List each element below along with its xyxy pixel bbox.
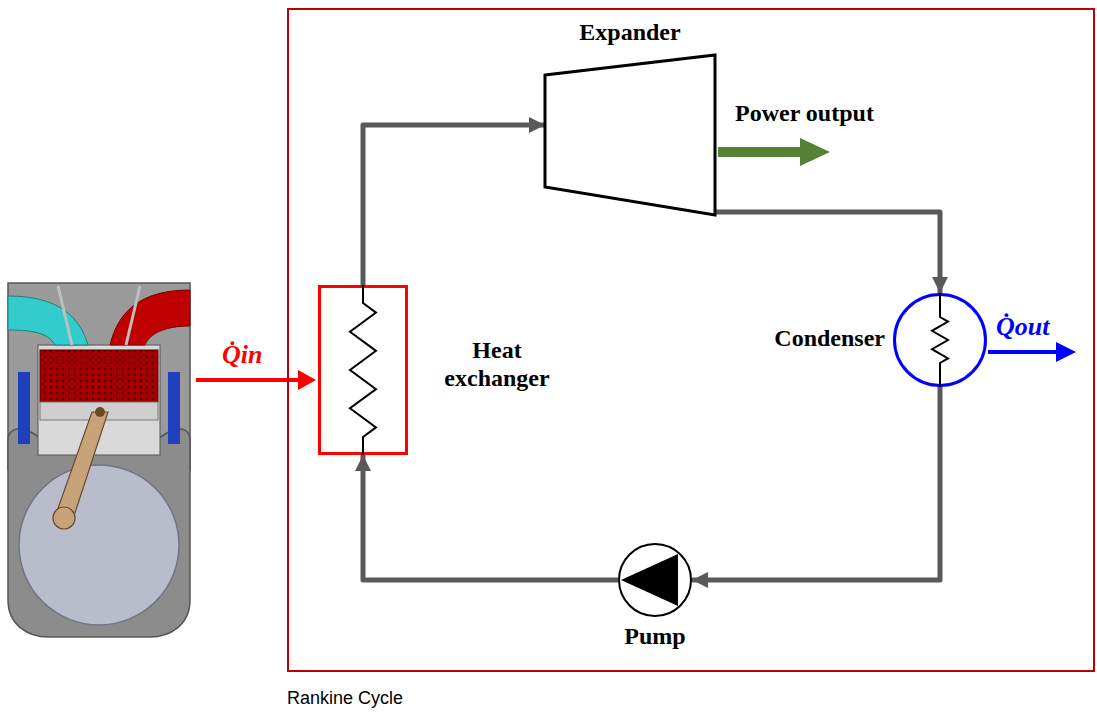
heat-output-arrowhead [1056, 342, 1076, 362]
crankcase [8, 429, 190, 637]
cycle-region: Rankine CycleExpanderHeat exchangerConde… [287, 8, 1095, 672]
connecting-rod [56, 412, 108, 522]
coil-symbol [932, 293, 948, 387]
engine-illustration [8, 283, 190, 637]
node-label: Condenser [774, 325, 885, 353]
flow-connector [715, 212, 940, 293]
node-label: Expander [530, 19, 730, 47]
power-output-label: Power output [735, 100, 874, 128]
node-label: Heat exchanger [422, 337, 572, 392]
intake-valve [58, 286, 72, 345]
heat-input-label: Q̇in [222, 340, 262, 370]
node-label: Pump [578, 623, 732, 651]
crank-pin [53, 507, 75, 529]
exhaust-port [110, 290, 190, 345]
flow-connector [363, 125, 545, 285]
coolant-jacket [168, 372, 180, 444]
region-outline [288, 9, 1094, 671]
coolant-jacket [18, 372, 30, 444]
shape-outline [618, 543, 692, 617]
heat-input-arrow [196, 378, 300, 382]
flow-connector [692, 387, 940, 580]
shape-outline [545, 55, 715, 215]
power-output-arrow [718, 147, 802, 157]
node-label: Rankine Cycle [287, 688, 403, 710]
coil-symbol [350, 285, 376, 455]
condenser-symbol: Condenser [893, 293, 987, 387]
pump-outline [619, 544, 691, 616]
pump-symbol: Pump [618, 543, 692, 617]
piston [40, 350, 158, 402]
heat-input-arrowhead [298, 370, 316, 390]
shape-outline [893, 293, 987, 387]
expander-outline [545, 55, 715, 215]
heat-exchanger-box: Heat exchanger [318, 285, 408, 455]
intake-port [8, 296, 88, 345]
heat-output-arrow [988, 350, 1058, 354]
shape-outline [318, 285, 408, 455]
crank-chamber [19, 465, 179, 625]
heat-output-label: Q̇out [996, 312, 1049, 342]
pump-triangle [621, 554, 678, 606]
heat-exchanger-outline [320, 287, 407, 454]
flow-connector [363, 455, 618, 580]
expander-symbol: Expander [545, 55, 715, 215]
power-output-arrowhead [800, 138, 830, 166]
exhaust-valve [126, 286, 140, 345]
piston-pin [95, 407, 105, 417]
